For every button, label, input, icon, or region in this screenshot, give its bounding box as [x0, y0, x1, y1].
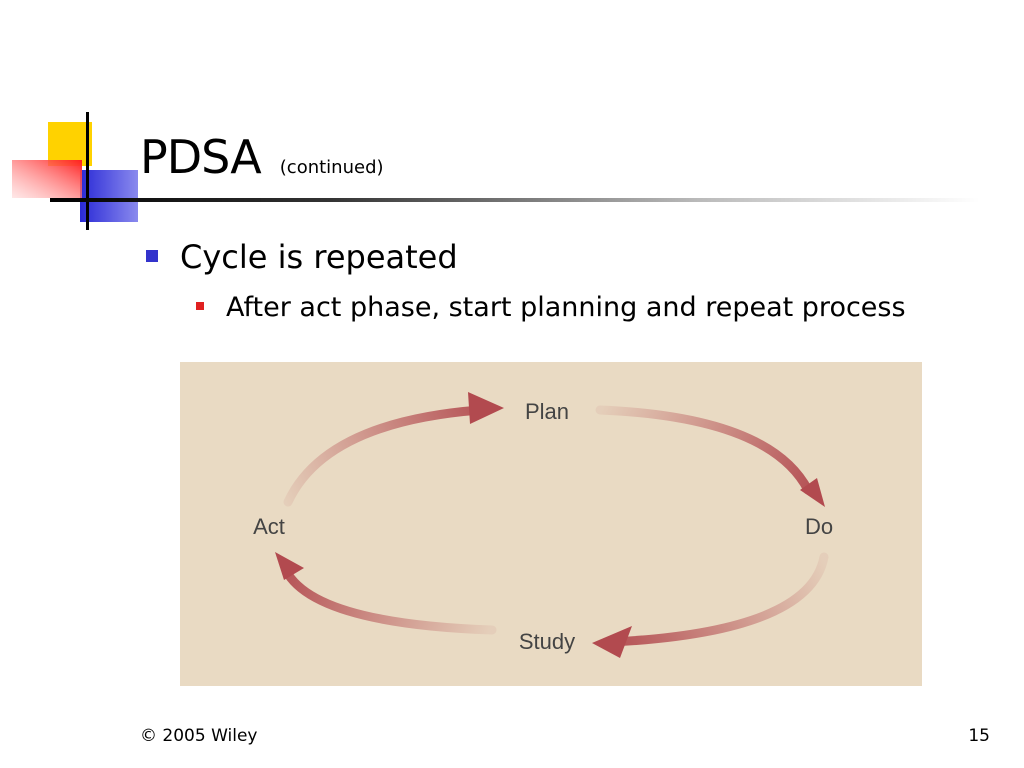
- footer-page-number: 15: [968, 726, 990, 746]
- arrowhead-act: [275, 552, 304, 580]
- red-square-bullet-icon: [196, 301, 204, 310]
- title-underline: [50, 198, 980, 202]
- slide-title: PDSA (continued): [140, 130, 384, 184]
- arrow-plan-to-do: [595, 405, 813, 495]
- arrowhead-do: [800, 478, 825, 507]
- yellow-square: [48, 122, 92, 166]
- footer-copyright: © 2005 Wiley: [140, 726, 258, 746]
- bullet-level2-text: After act phase, start planning and repe…: [226, 292, 906, 323]
- arrowhead-plan: [468, 392, 504, 424]
- arrow-do-to-study: [607, 552, 829, 647]
- title-main: PDSA: [140, 130, 262, 184]
- arrow-act-to-plan: [283, 405, 485, 507]
- vertical-line: [86, 112, 89, 230]
- blue-square: [80, 170, 138, 222]
- red-square: [12, 160, 82, 198]
- arrow-study-to-act: [283, 569, 497, 635]
- arrowhead-study: [592, 626, 632, 658]
- diagram-background: [180, 362, 922, 686]
- node-do: Do: [805, 514, 833, 539]
- node-study: Study: [519, 629, 575, 654]
- bullet-level1-text: Cycle is repeated: [180, 238, 458, 276]
- bullet-level1: Cycle is repeated: [146, 238, 458, 276]
- pdsa-cycle-diagram: Plan Do Study Act: [180, 362, 922, 686]
- bullet-level2: After act phase, start planning and repe…: [196, 292, 906, 323]
- node-act: Act: [253, 514, 285, 539]
- node-plan: Plan: [525, 399, 569, 424]
- blue-square-bullet-icon: [146, 250, 158, 262]
- title-subtitle: (continued): [279, 157, 384, 178]
- slide-decoration-logo: [12, 112, 140, 230]
